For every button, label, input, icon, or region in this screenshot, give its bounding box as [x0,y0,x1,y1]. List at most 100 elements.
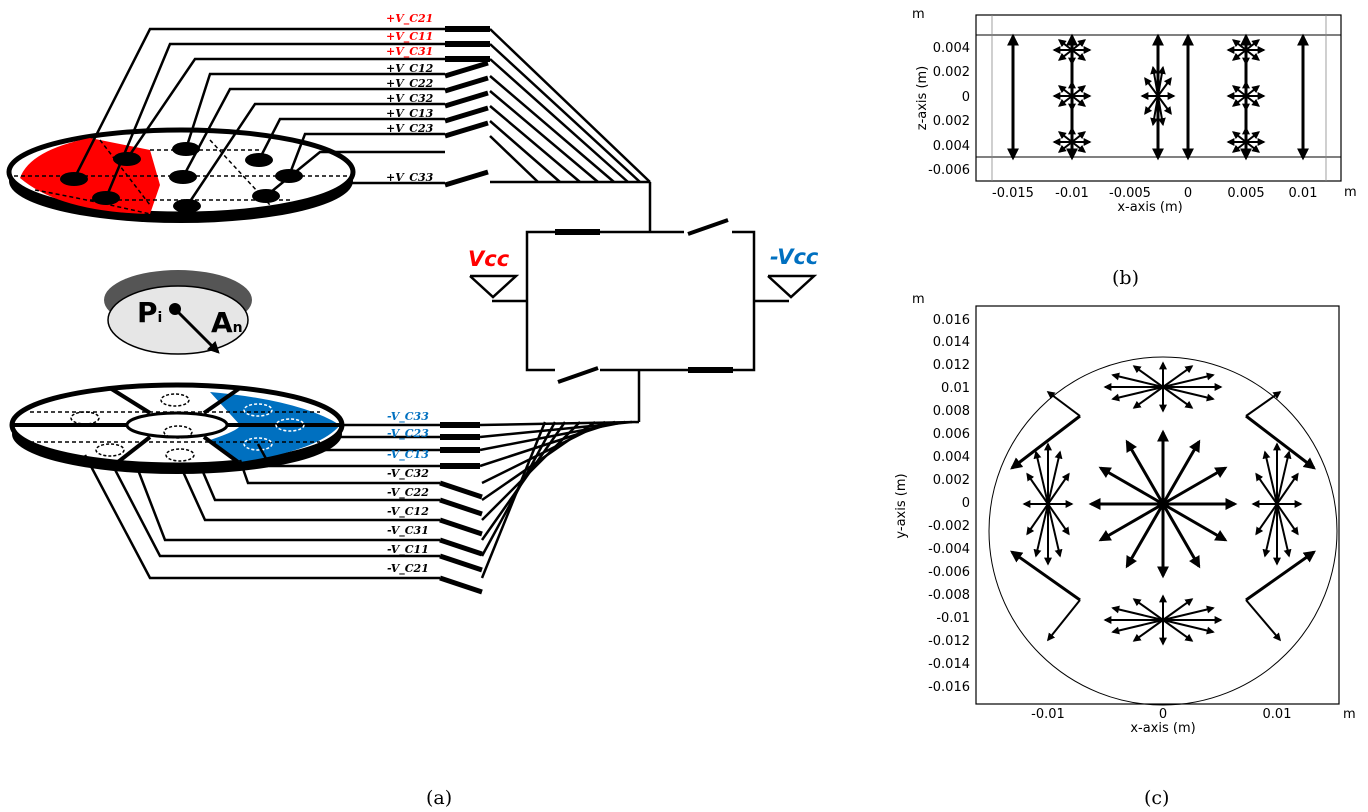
label-pos: +V_C23 [386,122,434,136]
field-arrow [1150,95,1159,127]
y-tick: 0 [962,90,970,105]
neg-vcc-label: -Vcc [770,245,819,269]
label-pos: +V_C12 [386,62,434,76]
y-tick: -0.004 [928,542,970,557]
field-arrow [1098,502,1164,542]
field-arrow [1245,49,1260,61]
field-arrow [1098,466,1164,506]
bottom-wires [83,420,640,595]
field-arrow [1150,65,1159,97]
field-arrow [1125,503,1165,569]
label-pos: +V_C13 [386,107,434,121]
a-label: A [211,306,233,339]
x-tick: 0 [1184,186,1192,201]
field-arrow [1111,372,1164,388]
caption-a: (a) [426,787,452,809]
label-neg: -V_C11 [387,543,429,557]
y-tick: -0.01 [936,611,970,626]
label-pos: +V_C31 [386,45,433,59]
field-arrow [1047,503,1070,536]
x-ticks-b: -0.015 -0.01 -0.005 0 0.005 0.01 [992,186,1317,201]
y-tick: 0.006 [933,427,970,442]
field-arrow [1058,49,1073,61]
field-arrow [1276,450,1292,505]
caption-b: (b) [1112,267,1139,289]
unit-label-right: m [1343,707,1356,722]
field-arrow [1245,550,1316,602]
label-neg: -V_C32 [387,467,429,481]
circuit-diagram: +V_C21 +V_C11 +V_C31 +V_C12 +V_C22 +V_C3… [6,12,819,809]
y-tick: 0.01 [941,381,970,396]
field-arrow [1033,503,1049,558]
field-plot-c: m 0.016 0.014 0.012 0.01 0.008 0.006 0.0… [894,292,1356,809]
field-arrow [1047,472,1070,505]
label-neg: -V_C31 [387,524,429,538]
y-tick: 0.004 [933,41,970,56]
label-neg: -V_C33 [387,410,429,424]
field-arrow [1232,131,1247,143]
field-arrow [1046,391,1081,417]
positive-voltage-labels: +V_C21 +V_C11 +V_C31 +V_C12 +V_C22 +V_C3… [386,12,434,185]
y-tick: 0.008 [933,404,970,419]
field-arrow [1255,503,1278,536]
x-axis-label: x-axis (m) [1117,200,1182,215]
field-arrow [1132,598,1164,621]
field-arrow [1071,95,1086,107]
label-pos: +V_C33 [386,171,434,185]
y-tick: -0.006 [928,163,970,178]
top-wires [72,26,652,232]
label-pos: +V_C32 [386,92,434,106]
field-arrow [1232,39,1247,51]
field-arrow [1026,503,1049,536]
y-tick: -0.008 [928,588,970,603]
x-tick: 0 [1159,707,1167,722]
field-arrow [1047,450,1063,505]
field-arrow [1245,95,1260,107]
label-pos: +V_C21 [386,12,433,26]
y-tick: 0.002 [933,114,970,129]
unit-label-top: m [912,7,925,22]
x-tick: -0.01 [1055,186,1089,201]
field-arrow [1026,472,1049,505]
field-arrow [1058,131,1073,143]
field-arrow [1245,131,1260,143]
field-arrow [1132,386,1164,409]
p-label: P [137,296,158,329]
field-arrow [1162,365,1194,388]
caption-c: (c) [1144,787,1169,809]
field-arrow [1162,386,1215,402]
field-arrow [1262,450,1278,505]
field-arrow [1071,85,1086,97]
y-axis-label: y-axis (m) [894,473,909,538]
field-arrow [1162,502,1228,542]
label-neg: -V_C12 [387,505,429,519]
field-arrow [1157,77,1172,97]
y-tick: 0 [962,496,970,511]
y-axis-label: z-axis (m) [915,66,930,131]
y-tick: 0.002 [933,473,970,488]
field-arrow [1132,365,1164,388]
field-arrow [1033,450,1049,505]
x-ticks-c: -0.01 0 0.01 [1031,707,1291,722]
y-tick: 0.004 [933,450,970,465]
y-tick: -0.012 [928,634,970,649]
field-arrow [1058,39,1073,51]
field-arrow [1144,77,1159,97]
field-arrow [1071,131,1086,143]
p-subscript: i [158,310,163,326]
field-arrow [1255,472,1278,505]
field-arrow [1132,619,1164,642]
unit-label-right: m [1344,185,1357,200]
field-arrow [1058,95,1073,107]
a-subscript: n [233,320,243,336]
label-pos: +V_C22 [386,77,434,91]
field-arrow [1058,141,1073,153]
y-tick: 0.004 [933,139,970,154]
field-arrow [1144,95,1159,115]
x-tick: 0.01 [1263,707,1292,722]
y-tick: -0.002 [928,519,970,534]
field-arrow [1232,141,1247,153]
field-arrow [1111,386,1164,402]
field-arrow [1071,141,1086,153]
